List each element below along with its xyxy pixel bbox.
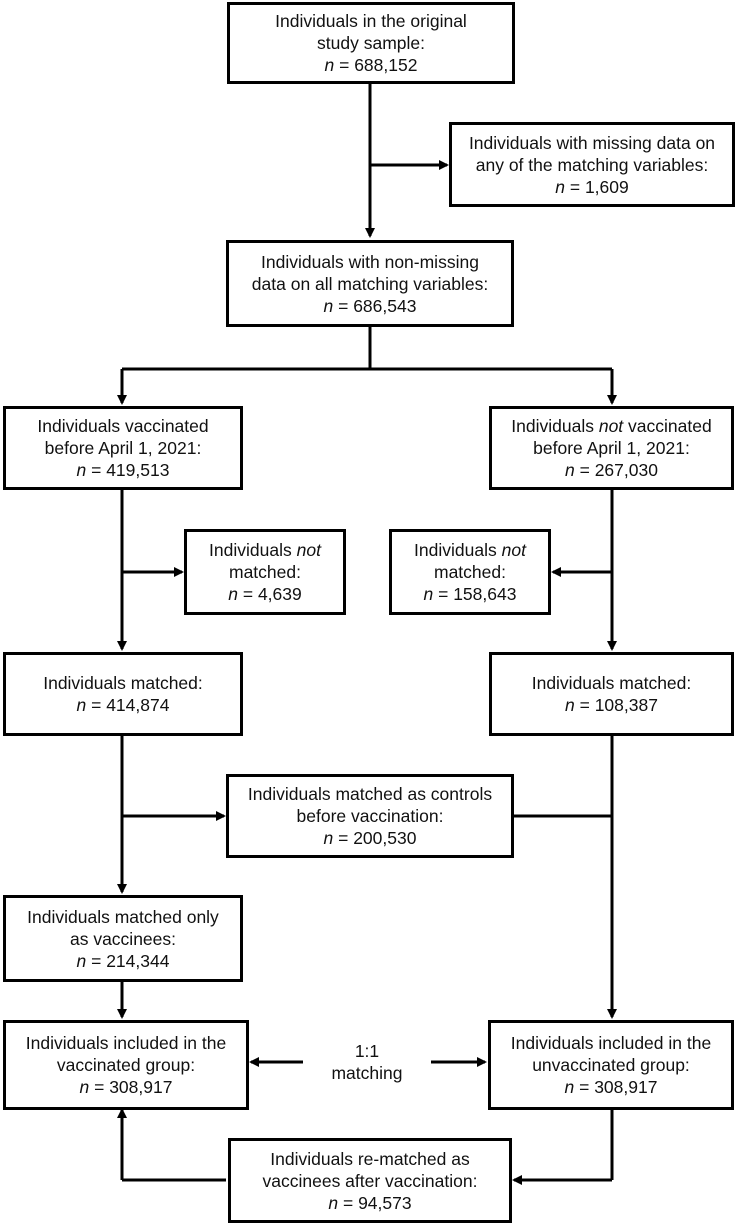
unvax-not-matched-n: 158,643 [453, 584, 517, 604]
vaccinated-group-line1: Individuals included in the [25, 1033, 227, 1053]
vax-matched-box: Individuals matched: n = 414,874 [3, 652, 243, 736]
original-n: 688,152 [354, 55, 418, 75]
nonmissing-box: Individuals with non-missing data on all… [226, 240, 514, 327]
vax-matched-n: 414,874 [106, 695, 170, 715]
vaccinated-group-box: Individuals included in the vaccinated g… [3, 1020, 249, 1110]
rematched-box: Individuals re-matched as vaccinees afte… [228, 1138, 512, 1223]
unvax-not-matched-line2: matched: [434, 562, 506, 582]
vaccinated-group-line2: vaccinated group: [56, 1055, 196, 1075]
unvax-matched-line1: Individuals matched: [531, 673, 692, 693]
controls-before-box: Individuals matched as controls before v… [226, 774, 514, 858]
unvaccinated-group-n: 308,917 [594, 1077, 658, 1097]
controls-before-line2: before vaccination: [296, 806, 444, 826]
rematched-line1: Individuals re-matched as [270, 1148, 470, 1169]
vax-not-matched-box: Individuals not matched: n = 4,639 [184, 529, 346, 615]
controls-before-n: 200,530 [353, 828, 417, 848]
missing-line2: any of the matching variables: [475, 154, 709, 175]
unvax-not-matched-box: Individuals not matched: n = 158,643 [389, 529, 551, 615]
controls-before-line1: Individuals matched as controls [247, 784, 493, 804]
matching-label: 1:1 matching [305, 1040, 429, 1084]
original-line1: Individuals in the original [275, 11, 467, 31]
unvax-matched-box: Individuals matched: n = 108,387 [489, 652, 734, 736]
missing-data-box: Individuals with missing data on any of … [449, 122, 735, 207]
only-vaccinees-n: 214,344 [106, 950, 170, 971]
vax-not-matched-n: 4,639 [257, 584, 302, 604]
unvaccinated-group-box: Individuals included in the unvaccinated… [488, 1020, 734, 1110]
matching-line2: matching [331, 1063, 403, 1083]
vax-not-matched-line2: matched: [229, 562, 301, 582]
only-vaccinees-line1: Individuals matched only [27, 906, 219, 927]
missing-line1: Individuals with missing data on [468, 132, 716, 153]
only-vaccinees-box: Individuals matched only as vaccinees: n… [3, 895, 243, 982]
vaccinated-group-n: 308,917 [109, 1077, 173, 1097]
nonmissing-line1: Individuals with non-missing [261, 251, 479, 272]
not-vaccinated-box: Individuals not vaccinated before April … [489, 406, 734, 490]
rematched-n: 94,573 [358, 1192, 412, 1213]
vaccinated-line1: Individuals vaccinated [37, 416, 209, 436]
unvaccinated-group-line1: Individuals included in the [510, 1033, 712, 1053]
unvax-matched-n: 108,387 [594, 695, 658, 715]
nonmissing-line2: data on all matching variables: [251, 273, 489, 294]
matching-line1: 1:1 [354, 1041, 380, 1061]
not-vaccinated-n: 267,030 [594, 460, 658, 480]
rematched-line2: vaccinees after vaccination: [262, 1170, 478, 1191]
vax-matched-line1: Individuals matched: [43, 673, 203, 693]
vaccinated-line2: before April 1, 2021: [44, 438, 202, 458]
vaccinated-box: Individuals vaccinated before April 1, 2… [3, 406, 243, 490]
original-sample-box: Individuals in the original study sample… [227, 2, 515, 84]
not-vaccinated-line2: before April 1, 2021: [533, 438, 690, 458]
missing-n: 1,609 [584, 176, 629, 197]
original-line2: study sample: [317, 33, 425, 53]
only-vaccinees-line2: as vaccinees: [69, 928, 177, 949]
vaccinated-n: 419,513 [106, 460, 170, 480]
nonmissing-n: 686,543 [353, 295, 417, 316]
unvaccinated-group-line2: unvaccinated group: [532, 1055, 690, 1075]
